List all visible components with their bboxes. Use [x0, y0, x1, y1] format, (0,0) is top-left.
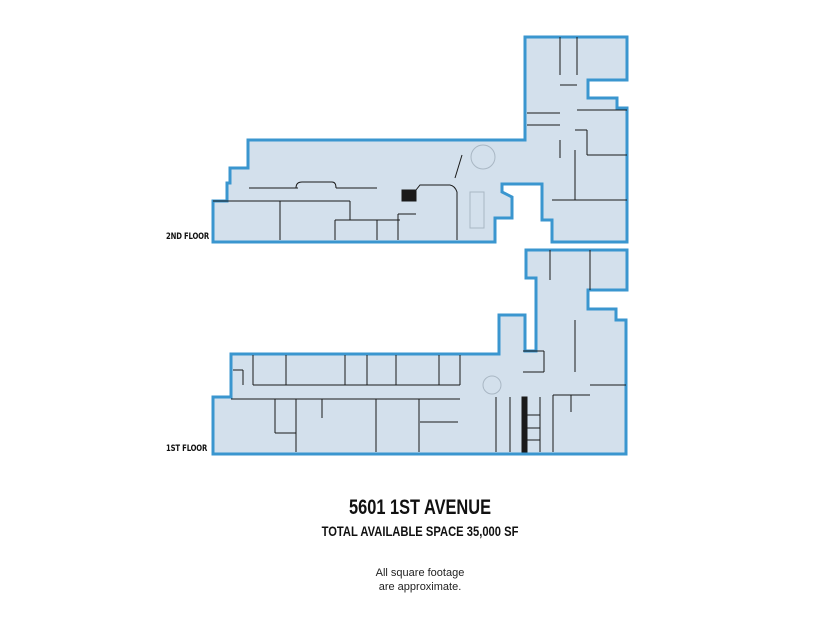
second-floor-walls: [213, 37, 627, 240]
building-title: 5601 1ST AVENUE: [348, 496, 492, 519]
footage-note-line1: All square footage: [375, 567, 465, 579]
footage-note-line2: are approximate.: [378, 581, 462, 593]
first-floor-walls: [231, 250, 626, 453]
first-floor-label: 1ST FLOOR: [166, 444, 208, 454]
available-space-subtitle: TOTAL AVAILABLE SPACE 35,000 SF: [321, 523, 519, 539]
first-floor-plan: [211, 248, 629, 456]
second-floor-outline: [211, 35, 629, 244]
second-floor-label: 2ND FLOOR: [166, 232, 209, 242]
second-floor-plan: [211, 35, 629, 244]
